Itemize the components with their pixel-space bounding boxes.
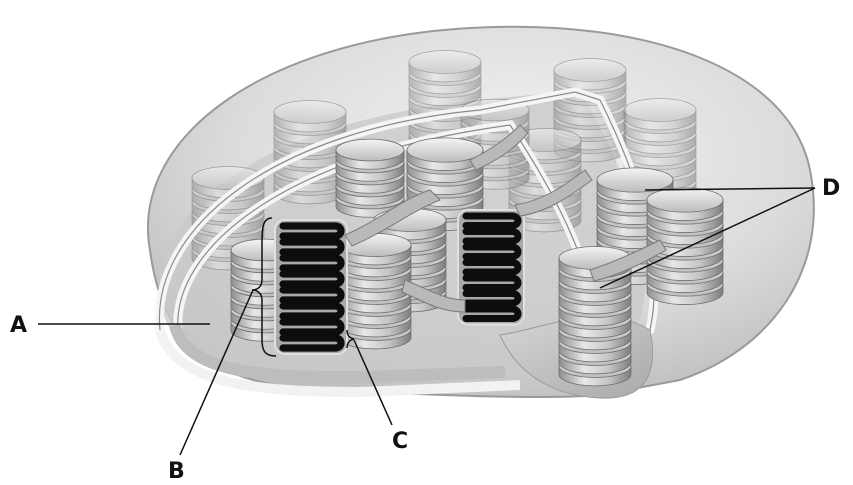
cutaway-granum-center bbox=[458, 210, 524, 325]
granum-stack bbox=[336, 139, 404, 217]
cutaway-granum-left bbox=[275, 220, 347, 354]
label-b: B bbox=[168, 459, 185, 484]
label-d: D bbox=[822, 176, 840, 201]
label-a: A bbox=[10, 313, 27, 338]
granum-stack bbox=[339, 233, 411, 348]
label-c: C bbox=[392, 429, 408, 454]
